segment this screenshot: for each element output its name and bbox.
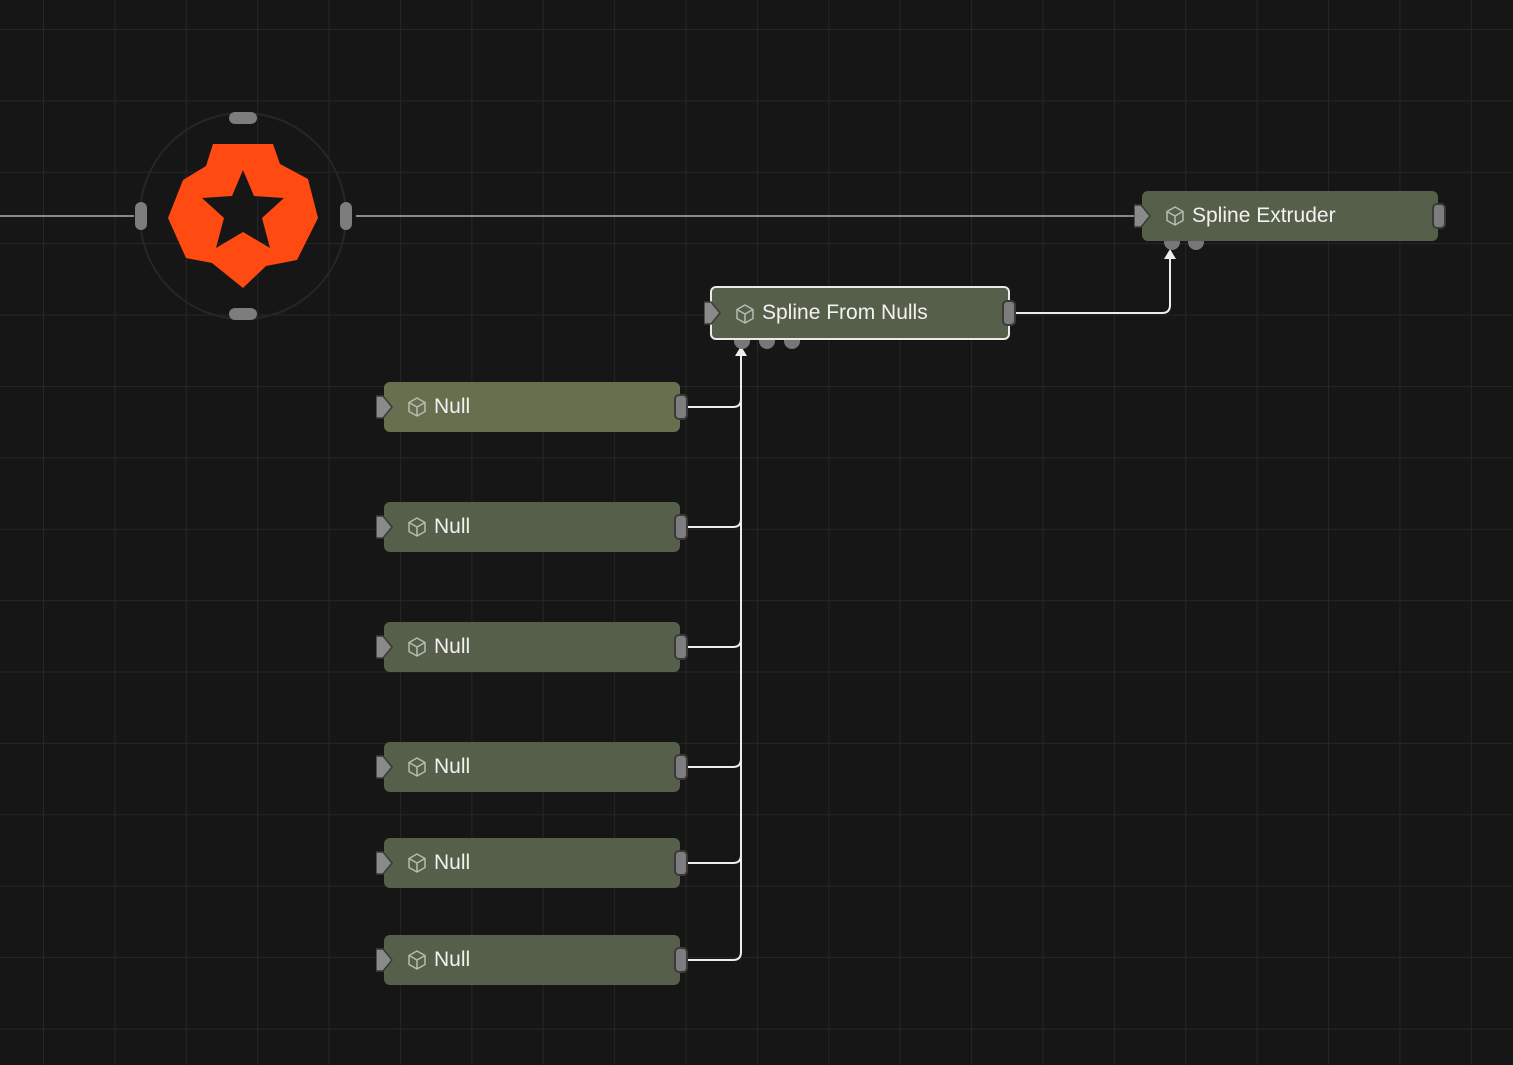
- cube-icon: [736, 304, 754, 324]
- input-socket[interactable]: [784, 340, 800, 349]
- wire-arrow-extruder: [1164, 249, 1176, 259]
- node-null[interactable]: Null: [376, 742, 688, 792]
- logo-node[interactable]: [130, 108, 360, 328]
- node-label: Null: [434, 635, 471, 658]
- output-port[interactable]: [674, 947, 688, 973]
- node-label: Null: [434, 395, 471, 418]
- output-port[interactable]: [674, 514, 688, 540]
- wire-null-1: [687, 398, 742, 408]
- logo-port-right[interactable]: [340, 202, 352, 230]
- cube-icon: [408, 950, 426, 970]
- node-label: Null: [434, 851, 471, 874]
- output-port[interactable]: [674, 754, 688, 780]
- node-null[interactable]: Null: [376, 935, 688, 985]
- cube-icon: [408, 517, 426, 537]
- node-null[interactable]: Null: [376, 622, 688, 672]
- wire-null-5: [687, 854, 742, 864]
- input-port[interactable]: [1134, 204, 1152, 228]
- input-socket[interactable]: [1188, 241, 1204, 250]
- input-port[interactable]: [376, 635, 394, 659]
- node-null[interactable]: Null: [376, 838, 688, 888]
- nodes-logo-icon: [168, 144, 318, 288]
- logo-port-left[interactable]: [135, 202, 147, 230]
- input-port[interactable]: [704, 301, 722, 325]
- input-port[interactable]: [376, 851, 394, 875]
- input-port[interactable]: [376, 755, 394, 779]
- cube-icon: [408, 853, 426, 873]
- node-label: Spline From Nulls: [762, 301, 928, 324]
- input-port[interactable]: [376, 515, 394, 539]
- node-label: Null: [434, 948, 471, 971]
- wire-null-3: [687, 638, 742, 648]
- input-socket[interactable]: [759, 340, 775, 349]
- cube-icon: [408, 757, 426, 777]
- output-port[interactable]: [674, 850, 688, 876]
- node-null[interactable]: Null: [376, 382, 688, 432]
- output-port[interactable]: [674, 394, 688, 420]
- input-socket[interactable]: [1164, 241, 1180, 250]
- cube-icon: [408, 397, 426, 417]
- input-socket[interactable]: [734, 340, 750, 349]
- node-spline-from-nulls[interactable]: Spline From Nulls: [704, 286, 1016, 349]
- output-port[interactable]: [1432, 203, 1446, 229]
- node-label: Null: [434, 755, 471, 778]
- output-port[interactable]: [1002, 300, 1016, 326]
- input-port[interactable]: [376, 948, 394, 972]
- logo-port-bottom[interactable]: [229, 308, 257, 320]
- output-port[interactable]: [674, 634, 688, 660]
- logo-port-top[interactable]: [229, 112, 257, 124]
- node-label: Null: [434, 515, 471, 538]
- wire-null-2: [687, 518, 742, 528]
- cube-icon: [408, 637, 426, 657]
- node-label: Spline Extruder: [1192, 204, 1336, 227]
- wire-null-4: [687, 758, 742, 768]
- wire-null-bus: [687, 356, 742, 961]
- wire-spline-from-nulls-to-extruder: [1016, 258, 1171, 314]
- wire-arrow-spline-from-nulls: [735, 346, 747, 356]
- input-port[interactable]: [376, 395, 394, 419]
- node-null[interactable]: Null: [376, 502, 688, 552]
- node-spline-extruder[interactable]: Spline Extruder: [1134, 191, 1446, 250]
- cube-icon: [1166, 206, 1184, 226]
